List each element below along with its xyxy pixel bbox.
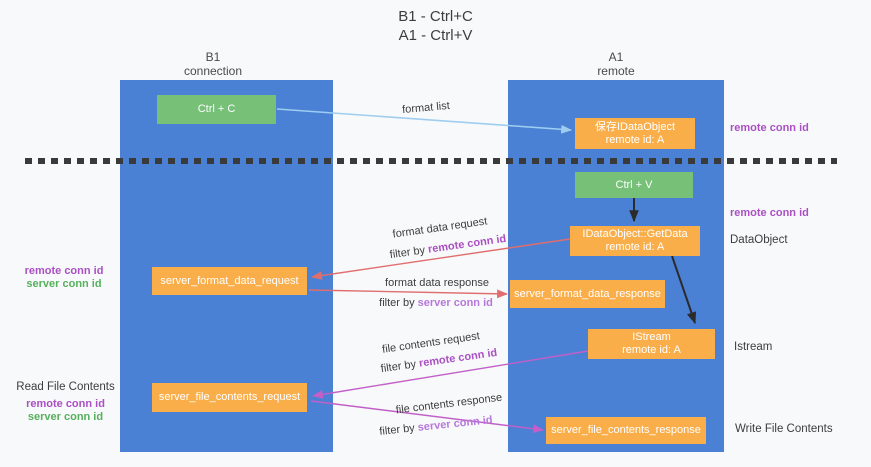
dashed-separator — [25, 158, 837, 164]
ctrl-c-label: Ctrl + C — [197, 103, 236, 115]
filter-by-text: filter by — [379, 297, 418, 309]
left-remote-conn-id-format: remote conn id — [24, 265, 104, 277]
ctrl-v-box: Ctrl + V — [575, 172, 693, 198]
remote-conn-id-label-mid-right: remote conn id — [730, 207, 809, 219]
title-line-2: A1 - Ctrl+V — [398, 27, 473, 44]
save-idataobject-box: 保存IDataObject remote id: A — [575, 118, 695, 149]
left-server-conn-id-file: server conn id — [27, 411, 104, 423]
arrow-getdata-to-istream — [671, 255, 697, 325]
istream-line2: remote id: A — [622, 344, 681, 356]
left-column-subtitle: connection — [183, 64, 243, 78]
server-file-contents-response-box: server_file_contents_response — [546, 417, 706, 444]
server-format-data-response-label: server_format_data_response — [514, 287, 661, 300]
right-column-header: A1 remote — [556, 50, 676, 78]
left-server-conn-id-format: server conn id — [26, 278, 102, 290]
server-file-contents-request-box: server_file_contents_request — [152, 383, 307, 412]
diagram-title: B1 - Ctrl+C A1 - Ctrl+V — [0, 7, 871, 45]
getdata-line2: remote id: A — [605, 241, 665, 253]
arrow-format-list — [276, 108, 573, 134]
left-conn-id-block-format: remote conn id server conn id — [18, 265, 110, 291]
arrow-format-data-response — [308, 289, 509, 299]
write-file-contents-label: Write File Contents — [735, 423, 833, 435]
server-format-data-request-label: server_format_data_request — [160, 274, 299, 287]
server-file-contents-request-label: server_file_contents_request — [158, 391, 301, 403]
server-file-contents-response-label: server_file_contents_response — [551, 424, 701, 436]
arrow-file-contents-request — [311, 350, 589, 399]
left-remote-conn-id-file: remote conn id — [26, 398, 105, 410]
istream-box: IStream remote id: A — [588, 329, 715, 359]
idataobject-getdata-box: IDataObject::GetData remote id: A — [570, 226, 700, 256]
server-conn-id-highlight: server conn id — [417, 297, 493, 309]
server-format-data-request-box: server_format_data_request — [152, 267, 307, 295]
left-column-name: B1 — [205, 50, 221, 64]
save-idataobject-line2: remote id: A — [605, 133, 665, 146]
ctrl-c-box: Ctrl + C — [157, 95, 276, 124]
left-conn-id-block-file: Read File Contents remote conn id server… — [13, 381, 118, 424]
right-column-name: A1 — [608, 50, 624, 64]
istream-side-label: Istream — [734, 341, 773, 353]
arrow-file-contents-response — [310, 400, 545, 434]
remote-conn-id-label-top-right: remote conn id — [730, 122, 809, 134]
istream-line1: IStream — [632, 331, 671, 343]
title-line-1: B1 - Ctrl+C — [398, 8, 473, 25]
format-data-response-annotation: format data response — [385, 277, 489, 289]
getdata-line1: IDataObject::GetData — [582, 228, 688, 240]
ctrl-v-label: Ctrl + V — [615, 178, 653, 191]
server-format-data-response-box: server_format_data_response — [510, 280, 665, 308]
save-idataobject-line1: 保存IDataObject — [594, 120, 676, 133]
right-column-subtitle: remote — [597, 64, 635, 78]
left-column-header: B1 connection — [153, 50, 273, 78]
read-file-contents-label: Read File Contents — [16, 381, 115, 393]
dataobject-label: DataObject — [730, 234, 788, 246]
filter-by-server-conn-id-annotation-1: filter by server conn id — [379, 297, 493, 309]
arrow-format-data-request — [310, 238, 571, 280]
